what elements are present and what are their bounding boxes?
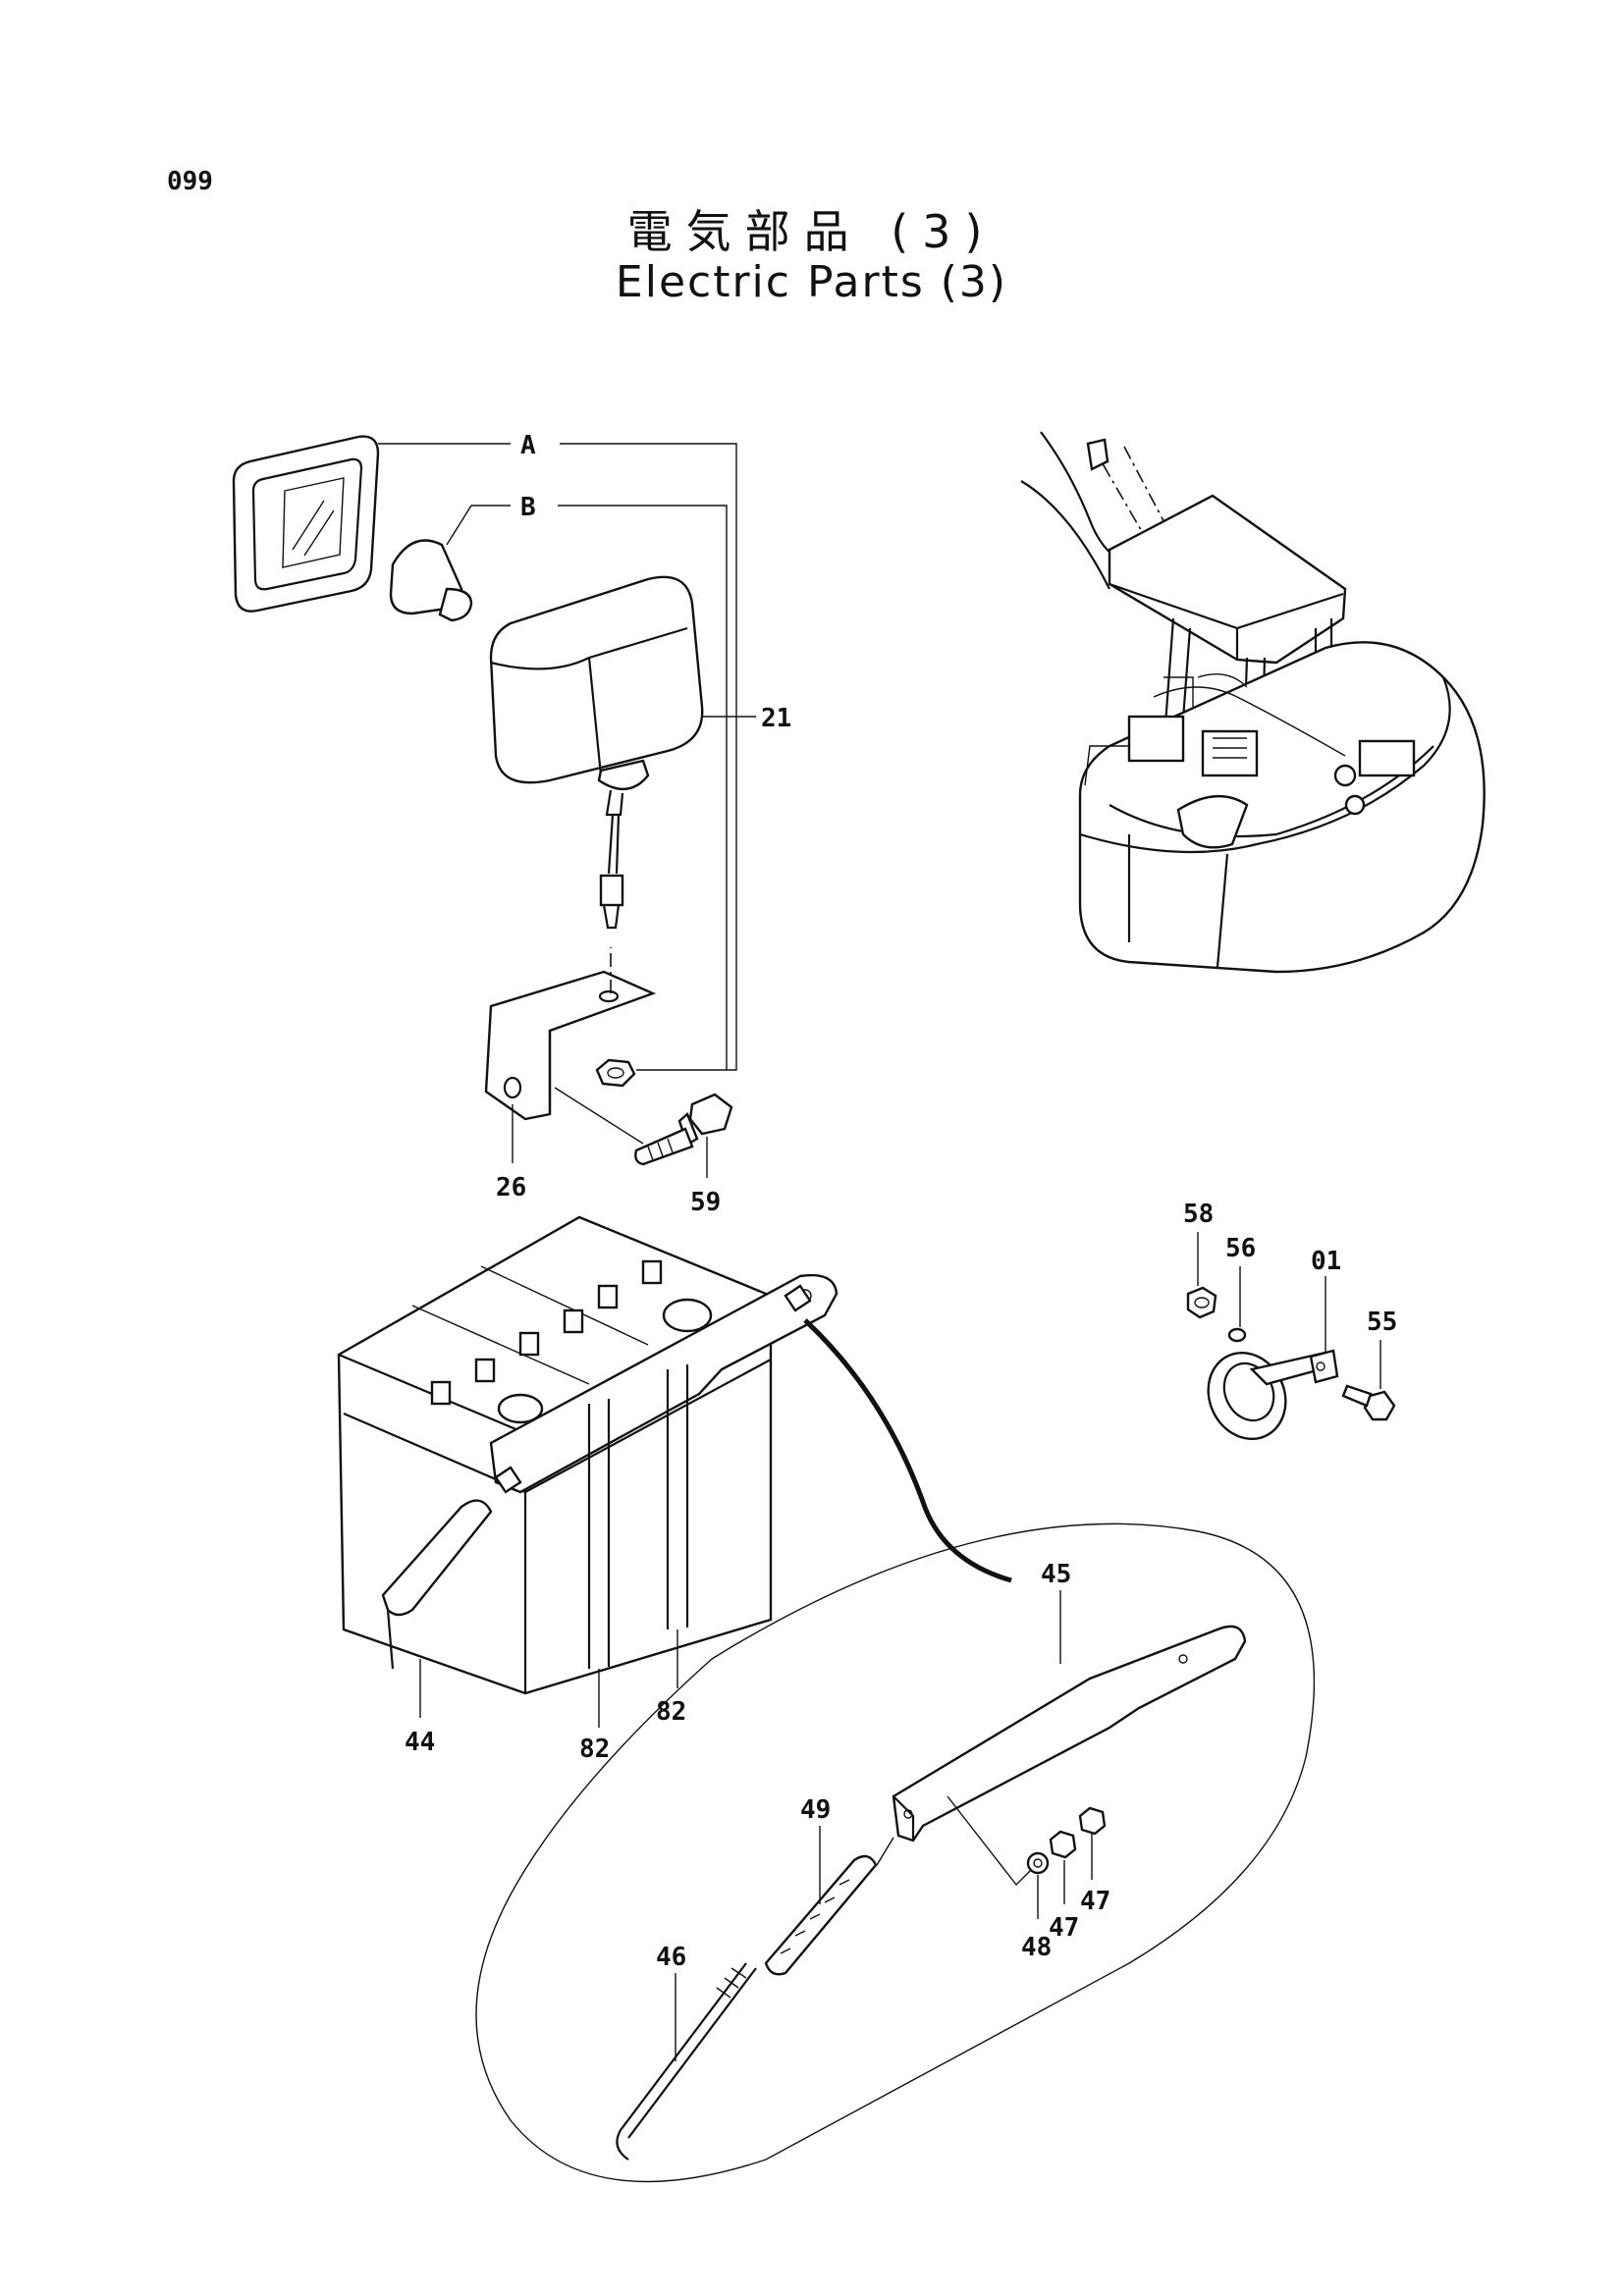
callout-a: A <box>520 431 536 460</box>
callout-48: 48 <box>1021 1933 1052 1962</box>
lens-frame-part-a <box>232 435 380 613</box>
callout-56: 56 <box>1225 1234 1256 1263</box>
lamp-nut <box>595 1058 636 1088</box>
callout-b: B <box>520 493 536 522</box>
callout-58: 58 <box>1183 1200 1214 1229</box>
horn-assembly <box>1186 1232 1396 1441</box>
callout-47-left: 47 <box>1049 1913 1079 1943</box>
page-number: 099 <box>167 167 213 196</box>
callout-labels: A B 21 26 59 58 56 01 55 44 82 82 45 49 … <box>405 431 1397 1972</box>
detail-view-oval <box>475 1522 1316 2183</box>
callout-82-right: 82 <box>656 1697 686 1727</box>
callout-49: 49 <box>800 1795 831 1825</box>
callout-55: 55 <box>1367 1308 1397 1337</box>
lamp-housing-part-21 <box>489 575 704 930</box>
title-english: Electric Parts (3) <box>615 257 1008 307</box>
callout-59: 59 <box>690 1188 721 1217</box>
callout-21: 21 <box>761 704 791 733</box>
battery-assembly <box>337 1215 1012 1728</box>
callout-45: 45 <box>1041 1560 1071 1589</box>
bolt-part-59 <box>554 1087 733 1166</box>
callout-46: 46 <box>656 1943 686 1972</box>
callout-47-right: 47 <box>1080 1887 1110 1916</box>
callout-44: 44 <box>405 1728 435 1757</box>
title-japanese: 電気部品 (3) <box>626 205 997 258</box>
bulb-part-b <box>389 539 473 622</box>
bracket-part-26 <box>484 947 657 1121</box>
battery-terminals <box>430 1259 713 1424</box>
work-light-assembly <box>232 435 756 1178</box>
callout-01: 01 <box>1311 1247 1341 1276</box>
callout-26: 26 <box>496 1173 526 1202</box>
callout-82-left: 82 <box>579 1735 610 1764</box>
machine-overview <box>1020 431 1486 974</box>
